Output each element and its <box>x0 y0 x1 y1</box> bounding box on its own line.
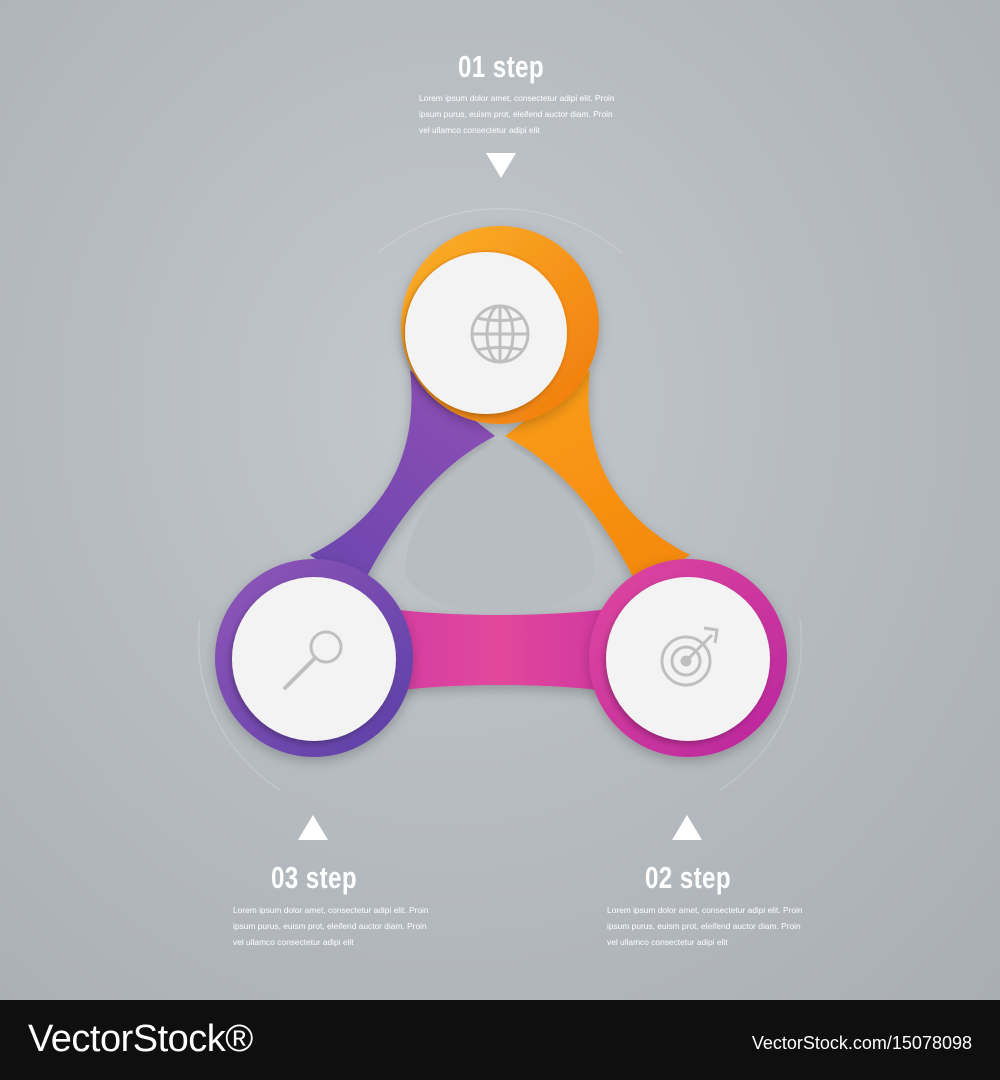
cycle-diagram <box>197 153 803 840</box>
step-1-desc-line: Lorem ipsum dolor amet, consectetur adip… <box>419 93 615 103</box>
infographic-canvas: 01 step Lorem ipsum dolor amet, consecte… <box>0 0 1000 1000</box>
step-2-description: Lorem ipsum dolor amet, consectetur adip… <box>607 902 803 950</box>
arrow-up-step-3 <box>298 815 328 840</box>
step-1-desc-line: ipsum purus, euism prot, eleifend auctor… <box>419 109 613 119</box>
arrow-down-step-1 <box>486 153 516 178</box>
image-id: VectorStock.com/15078098 <box>751 1033 972 1053</box>
step-2-desc-line: Lorem ipsum dolor amet, consectetur adip… <box>607 905 803 915</box>
step-1-desc-line: vel ullamco consectetur adipi elit <box>419 125 540 135</box>
step-2-title: 02 step <box>644 860 732 895</box>
arm-bottom <box>345 600 655 700</box>
step-2-desc-line: ipsum purus, euism prot, eleifend auctor… <box>607 921 801 931</box>
globe-icon <box>470 304 530 364</box>
watermark-footer: VectorStock® VectorStock.com/15078098 <box>0 1000 1000 1080</box>
arm-right <box>505 370 690 590</box>
step-2-desc-line: vel ullamco consectetur adipi elit <box>607 937 728 947</box>
magnifier-icon <box>283 630 343 690</box>
step-1-description: Lorem ipsum dolor amet, consectetur adip… <box>419 90 615 138</box>
step-3-title: 03 step <box>270 860 358 895</box>
arrow-up-step-2 <box>672 815 702 840</box>
arm-left <box>310 370 495 590</box>
step-3-desc-line: ipsum purus, euism prot, eleifend auctor… <box>233 921 427 931</box>
center-hole <box>405 440 595 613</box>
step-3-desc-line: vel ullamco consectetur adipi elit <box>233 937 354 947</box>
connector-arms <box>310 370 690 700</box>
step-3-desc-line: Lorem ipsum dolor amet, consectetur adip… <box>233 905 429 915</box>
step-1-title: 01 step <box>457 49 545 84</box>
step-3-description: Lorem ipsum dolor amet, consectetur adip… <box>233 902 429 950</box>
brand-logo: VectorStock® <box>28 1018 253 1060</box>
target-icon <box>660 626 719 687</box>
halo-rings <box>197 207 803 791</box>
